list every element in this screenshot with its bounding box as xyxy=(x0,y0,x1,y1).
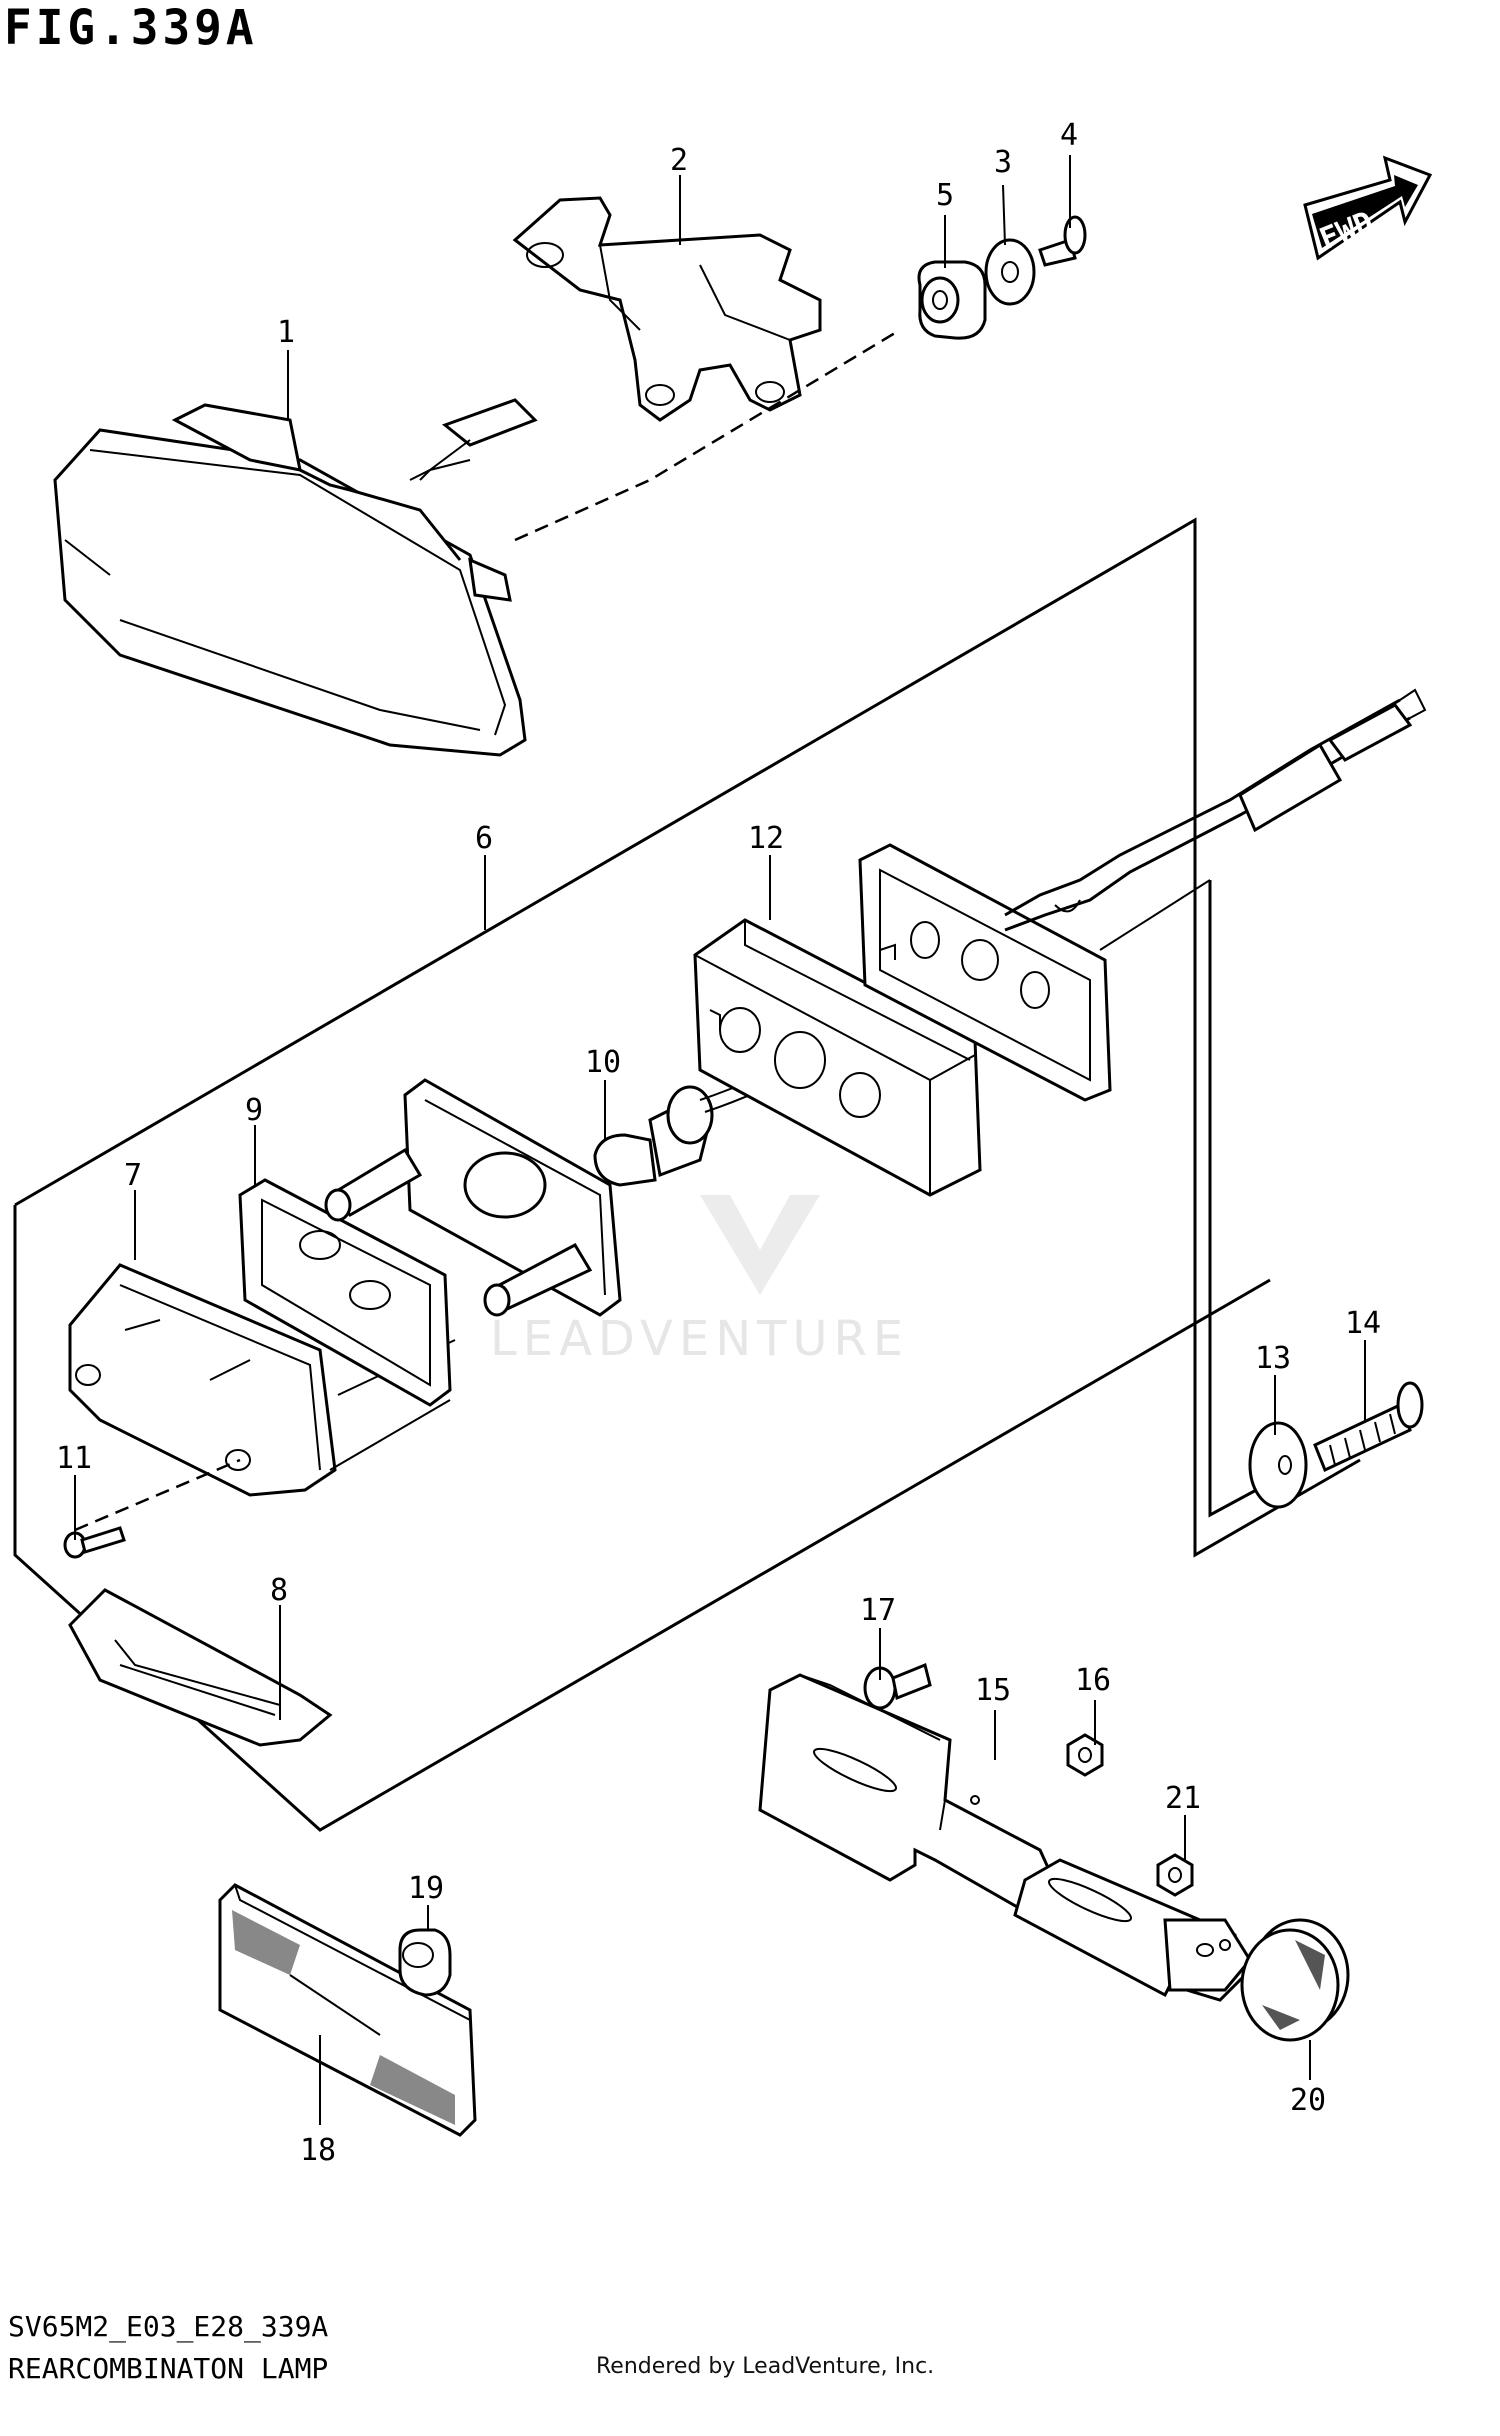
housing-gasket-plate xyxy=(858,843,1112,1102)
figure-title: FIG.339A xyxy=(4,0,258,56)
callout-18: 18 xyxy=(300,2133,336,2168)
callout-13: 13 xyxy=(1255,1341,1291,1376)
part-21-nut xyxy=(1156,1853,1194,1897)
part-16-nut xyxy=(1066,1733,1104,1777)
callout-5: 5 xyxy=(936,178,954,213)
part-20-side-reflector xyxy=(1240,1918,1350,2042)
figure-code: SV65M2_E03_E28_339A xyxy=(8,2310,329,2343)
part-5-cushion xyxy=(917,260,987,340)
watermark-text: LEADVENTURE xyxy=(490,1311,909,1367)
part-15-reflector-bracket xyxy=(758,1673,1252,2002)
callout-11: 11 xyxy=(56,1441,92,1476)
callout-10: 10 xyxy=(585,1045,621,1080)
part-1-taillight xyxy=(53,398,538,757)
part-3-washer xyxy=(984,238,1036,306)
callout-6: 6 xyxy=(475,821,493,856)
part-8-lens-cover xyxy=(68,1588,333,1747)
leader-lines xyxy=(74,155,1366,2125)
part-12-housing xyxy=(693,918,982,1197)
part-19-nut xyxy=(398,1928,452,1997)
callout-19: 19 xyxy=(408,1871,444,1906)
leadventure-watermark: LEADVENTURE xyxy=(490,1195,909,1367)
bracket-leader-dashed xyxy=(514,328,901,542)
callout-12: 12 xyxy=(748,821,784,856)
wire-harness xyxy=(1004,688,1427,951)
fwd-arrow-icon: FWD xyxy=(1303,155,1433,261)
rendered-by-credit: Rendered by LeadVenture, Inc. xyxy=(596,2354,935,2379)
callout-15: 15 xyxy=(975,1673,1011,1708)
part-7-license-lens xyxy=(68,1263,337,1497)
part-2-bracket xyxy=(512,196,822,422)
part-4-screw xyxy=(1038,215,1087,267)
callout-21: 21 xyxy=(1165,1781,1201,1816)
lamp-socket-plate xyxy=(324,1078,622,1317)
callout-3: 3 xyxy=(994,145,1012,180)
part-14-bolt xyxy=(1313,1381,1424,1473)
callout-17: 17 xyxy=(860,1593,896,1628)
part-18-rear-reflector xyxy=(218,1883,477,2137)
part-13-washer xyxy=(1248,1421,1308,1509)
lens-leader-dashed xyxy=(74,1458,241,1532)
part-17-bolt xyxy=(863,1662,932,1710)
figure-name: REARCOMBINATON LAMP xyxy=(8,2352,329,2385)
callout-2: 2 xyxy=(670,143,688,178)
part-11-screw xyxy=(63,1526,126,1559)
callout-7: 7 xyxy=(124,1158,142,1193)
callout-16: 16 xyxy=(1075,1663,1111,1698)
callout-4: 4 xyxy=(1060,118,1078,153)
callout-1: 1 xyxy=(277,315,295,350)
part-9-gasket xyxy=(238,1178,452,1407)
callout-14: 14 xyxy=(1345,1306,1381,1341)
callout-labels: 1 2 3 4 5 6 7 8 9 10 11 12 13 14 15 16 1… xyxy=(56,118,1381,2168)
callout-20: 20 xyxy=(1290,2083,1326,2118)
callout-8: 8 xyxy=(270,1573,288,1608)
callout-9: 9 xyxy=(245,1093,263,1128)
